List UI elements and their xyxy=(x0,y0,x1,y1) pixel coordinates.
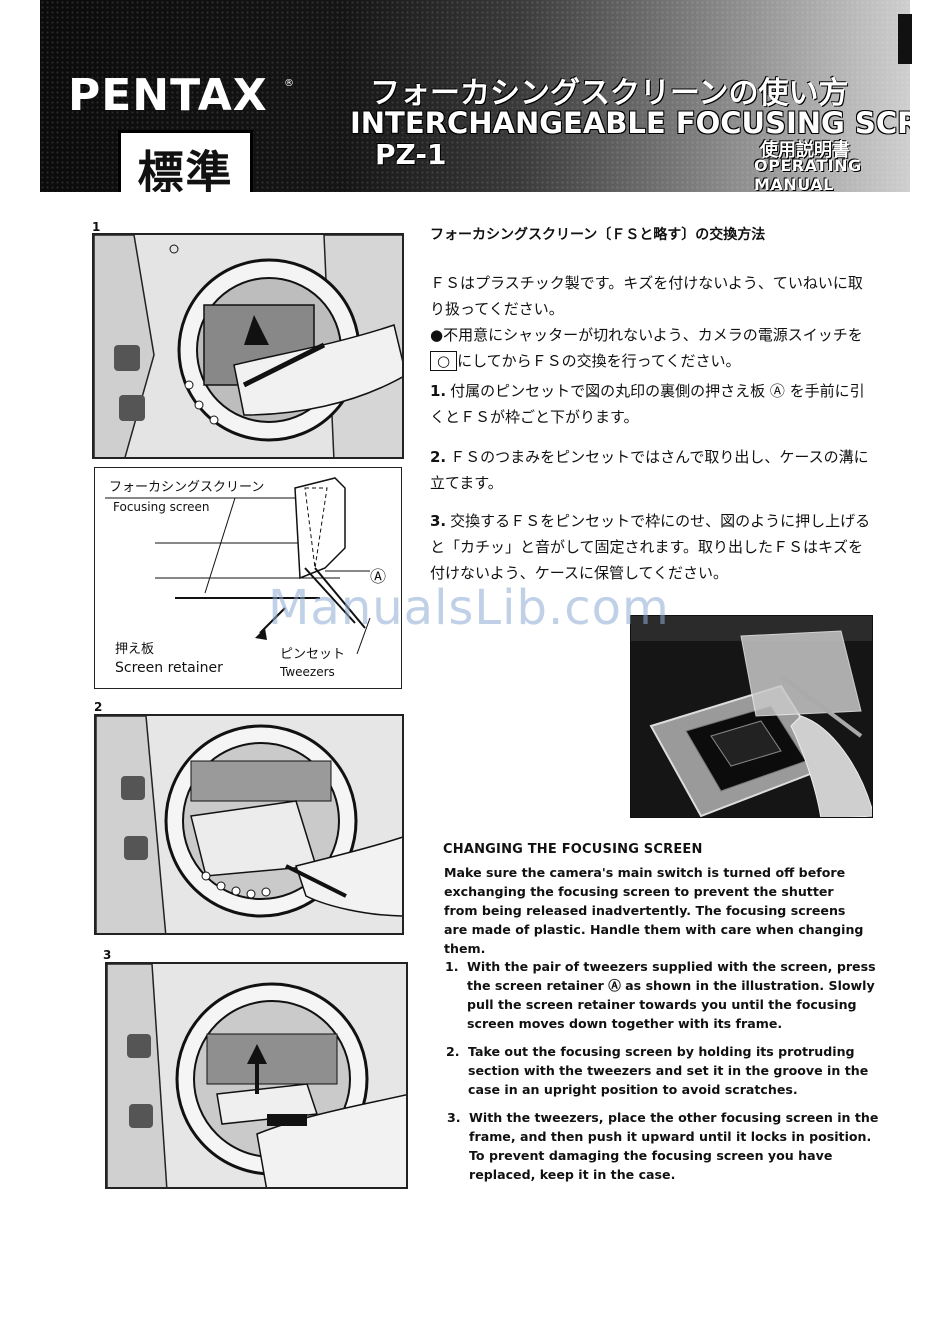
japanese-bullet-post: にしてからＦＳの交換を行ってください。 xyxy=(457,352,741,370)
english-step-1-number: 1. xyxy=(445,959,459,974)
english-step-2: 2. Take out the focusing screen by holdin… xyxy=(446,1042,878,1099)
retainer-detail-diagram: フォーカシングスクリーン Focusing screen Ⓐ 押え板 Scree… xyxy=(94,467,402,689)
title-english: INTERCHANGEABLE FOCUSING SCREENS xyxy=(350,106,910,140)
label-focusing-screen-en: Focusing screen xyxy=(113,500,210,514)
label-focusing-screen-jp: フォーカシングスクリーン xyxy=(109,480,265,495)
figure-2-number: 2 xyxy=(94,700,103,714)
japanese-section-title: フォーカシングスクリーン〔ＦＳと略す〕の交換方法 xyxy=(430,227,766,243)
english-step-2-text: Take out the focusing screen by holding … xyxy=(468,1044,869,1097)
japanese-step-2-text: ＦＳのつまみをピンセットではさんで取り出し、ケースの溝に立てます。 xyxy=(430,448,869,492)
label-marker-a: Ⓐ xyxy=(370,567,387,586)
japanese-step-2-number: 2. xyxy=(430,448,447,466)
figure-1-number: 1 xyxy=(92,220,101,234)
japanese-step-1: 1.付属のピンセットで図の丸印の裏側の押さえ板 Ⓐ を手前に引くとＦＳが枠ごと下… xyxy=(430,378,875,430)
english-step-3-number: 3. xyxy=(447,1110,461,1125)
case-photo xyxy=(630,615,873,818)
english-step-3-text: With the tweezers, place the other focus… xyxy=(469,1110,879,1182)
english-step-2-number: 2. xyxy=(446,1044,460,1059)
japanese-intro: ＦＳはプラスチック製です。キズを付けないよう、ていねいに取り扱ってください。 xyxy=(430,274,863,318)
japanese-bullet-pre: ●不用意にシャッターが切れないよう、カメラの電源スイッチを xyxy=(430,326,863,344)
english-step-1-text: With the pair of tweezers supplied with … xyxy=(467,959,876,1031)
english-step-3: 3. With the tweezers, place the other foc… xyxy=(447,1108,879,1184)
brand-logo: PENTAX xyxy=(68,70,268,121)
watermark: ManualsLib.com xyxy=(268,580,670,636)
standard-stamp: 標準 xyxy=(118,130,253,192)
figure-2-illustration xyxy=(94,714,404,935)
label-tweezers-jp: ピンセット xyxy=(280,647,346,662)
japanese-step-3-text: 交換するＦＳをピンセットで枠にのせ、図のように押し上げると「カチッ」と音がして固… xyxy=(430,512,871,582)
japanese-step-2: 2.ＦＳのつまみをピンセットではさんで取り出し、ケースの溝に立てます。 xyxy=(430,444,875,496)
label-retainer-en: Screen retainer xyxy=(115,660,223,676)
japanese-bullet: ●不用意にシャッターが切れないよう、カメラの電源スイッチを ○にしてからＦＳの交換… xyxy=(430,322,875,374)
japanese-step-1-text: 付属のピンセットで図の丸印の裏側の押さえ板 Ⓐ を手前に引くとＦＳが枠ごと下がり… xyxy=(430,382,865,426)
figure-3-number: 3 xyxy=(103,948,112,962)
japanese-step-3-number: 3. xyxy=(430,512,447,530)
registered-mark: ® xyxy=(284,78,294,89)
edge-mark xyxy=(898,14,912,64)
english-intro: Make sure the camera's main switch is tu… xyxy=(444,865,864,956)
title-japanese: フォーカシングスクリーンの使い方 xyxy=(370,76,849,111)
figure-3-illustration xyxy=(105,962,408,1189)
english-section-title: CHANGING THE FOCUSING SCREEN xyxy=(443,842,703,857)
manual-title-japanese: 使用説明書 xyxy=(760,140,850,161)
manual-title-english: OPERATING MANUAL xyxy=(754,156,862,192)
japanese-step-1-number: 1. xyxy=(430,382,447,400)
label-tweezers-en: Tweezers xyxy=(280,665,335,679)
english-step-1: 1. With the pair of tweezers supplied wit… xyxy=(445,957,877,1033)
label-retainer-jp: 押え板 xyxy=(115,642,155,657)
figure-1-illustration xyxy=(92,233,404,459)
model-name: PZ-1 xyxy=(375,138,447,171)
header-banner: PENTAX ® 標準 フォーカシングスクリーンの使い方 INTERCHANGE… xyxy=(40,0,910,192)
power-switch-symbol: ○ xyxy=(430,351,458,371)
japanese-step-3: 3.交換するＦＳをピンセットで枠にのせ、図のように押し上げると「カチッ」と音がし… xyxy=(430,508,875,586)
